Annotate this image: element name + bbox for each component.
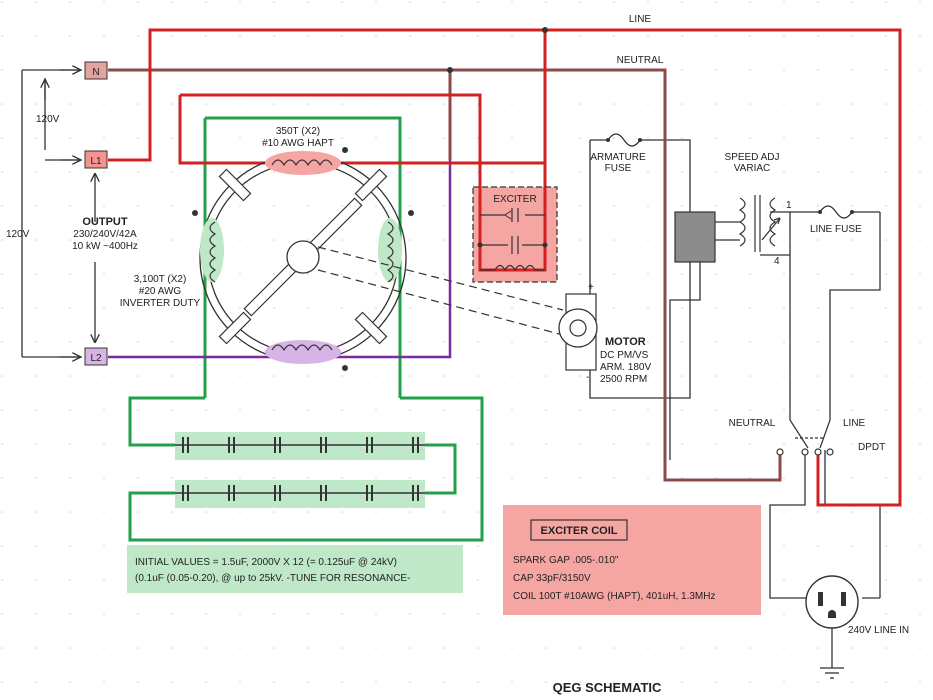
capacitor-bank-2 bbox=[175, 485, 425, 501]
motor-plus: + bbox=[588, 282, 594, 293]
side-coil-turns: 3,100T (X2) bbox=[134, 274, 187, 285]
switch-line-label: LINE bbox=[843, 418, 866, 429]
variac-pin-1: 1 bbox=[786, 200, 792, 211]
exciter-note-heading: EXCITER COIL bbox=[540, 525, 617, 537]
cap-bank-1-highlight bbox=[175, 432, 425, 460]
motor-voltage: ARM. 180V bbox=[600, 362, 651, 373]
line-fuse-icon bbox=[819, 205, 880, 219]
right-coil bbox=[386, 221, 394, 283]
line-wiring bbox=[108, 28, 902, 507]
capacitor-bank-1 bbox=[175, 437, 425, 453]
exciter-note-line-1: SPARK GAP .005-.010" bbox=[513, 555, 619, 566]
armature-fuse-label-2: FUSE bbox=[605, 163, 632, 174]
motor-minus: - bbox=[586, 372, 589, 383]
output-title: OUTPUT bbox=[82, 216, 128, 228]
terminal-n-label: N bbox=[92, 67, 99, 78]
variac-icon bbox=[715, 195, 781, 252]
outlet-240v-icon bbox=[805, 575, 859, 629]
exciter-highlight bbox=[473, 187, 557, 282]
terminal-l1-label: L1 bbox=[90, 156, 102, 167]
motor-rpm: 2500 RPM bbox=[600, 374, 647, 385]
speed-adj-label: SPEED ADJ bbox=[724, 152, 779, 163]
top-coil-turns: 350T (X2) bbox=[276, 126, 320, 137]
dpdt-label: DPDT bbox=[858, 442, 885, 453]
motor-label: MOTOR bbox=[605, 336, 646, 348]
variac-label: VARIAC bbox=[734, 163, 771, 174]
cap-bank-2-highlight bbox=[175, 480, 425, 508]
cap-note-line-2: (0.1uF (0.05-0.20), @ up to 25kV. -TUNE … bbox=[135, 573, 410, 584]
rotor-shaft bbox=[286, 240, 320, 274]
cap-note-line-1: INITIAL VALUES = 1.5uF, 2000V X 12 (= 0.… bbox=[135, 557, 397, 568]
top-coil bbox=[271, 159, 333, 167]
voltage-arrows bbox=[45, 70, 95, 357]
cap-note-highlight bbox=[127, 545, 463, 593]
neutral-wiring bbox=[108, 68, 782, 482]
side-coil-duty: INVERTER DUTY bbox=[120, 298, 201, 309]
ground-icon bbox=[820, 667, 844, 679]
armature-fuse-icon bbox=[607, 133, 641, 147]
output-power: 10 kW ~400Hz bbox=[72, 241, 138, 252]
line-in-label: 240V LINE IN bbox=[848, 625, 909, 636]
terminal-l2-label: L2 bbox=[90, 353, 102, 364]
output-rating: 230/240V/42A bbox=[73, 229, 137, 240]
exciter-circuit bbox=[472, 186, 558, 283]
top-coil-wire: #10 AWG HAPT bbox=[262, 138, 334, 149]
v120-top-label: 120V bbox=[36, 114, 60, 125]
terminal-l1: L1 bbox=[84, 150, 108, 169]
exciter-note-heading-box bbox=[530, 519, 628, 541]
junction-dots bbox=[192, 27, 548, 371]
line-label: LINE bbox=[629, 14, 652, 25]
terminal-n: N bbox=[84, 61, 108, 80]
exciter-note-line-3: COIL 100T #10AWG (HAPT), 401uH, 1.3MHz bbox=[513, 591, 715, 602]
armature-fuse-label-1: ARMATURE bbox=[590, 152, 646, 163]
left-coil bbox=[209, 221, 217, 283]
rectifier-block bbox=[674, 211, 716, 263]
exciter-label: EXCITER bbox=[493, 194, 536, 205]
neutral-label: NEUTRAL bbox=[617, 55, 664, 66]
generator-core bbox=[199, 151, 564, 364]
terminal-l2: L2 bbox=[84, 347, 108, 366]
green-coil-wiring bbox=[128, 116, 484, 542]
v120-left-label: 120V bbox=[6, 229, 30, 240]
bottom-coil bbox=[271, 344, 333, 352]
motor-type: DC PM/VS bbox=[600, 350, 649, 361]
diagram-title: QEG SCHEMATIC bbox=[553, 680, 662, 695]
switch-neutral-label: NEUTRAL bbox=[729, 418, 776, 429]
motor-icon bbox=[558, 293, 598, 371]
line-fuse-label: LINE FUSE bbox=[810, 224, 862, 235]
side-coil-wire: #20 AWG bbox=[139, 286, 182, 297]
dpdt-switch bbox=[776, 419, 834, 456]
variac-pin-4: 4 bbox=[774, 256, 780, 267]
exciter-note-highlight bbox=[503, 505, 761, 615]
exciter-note-line-2: CAP 33pF/3150V bbox=[513, 573, 591, 584]
purple-l2-wiring bbox=[108, 160, 452, 359]
